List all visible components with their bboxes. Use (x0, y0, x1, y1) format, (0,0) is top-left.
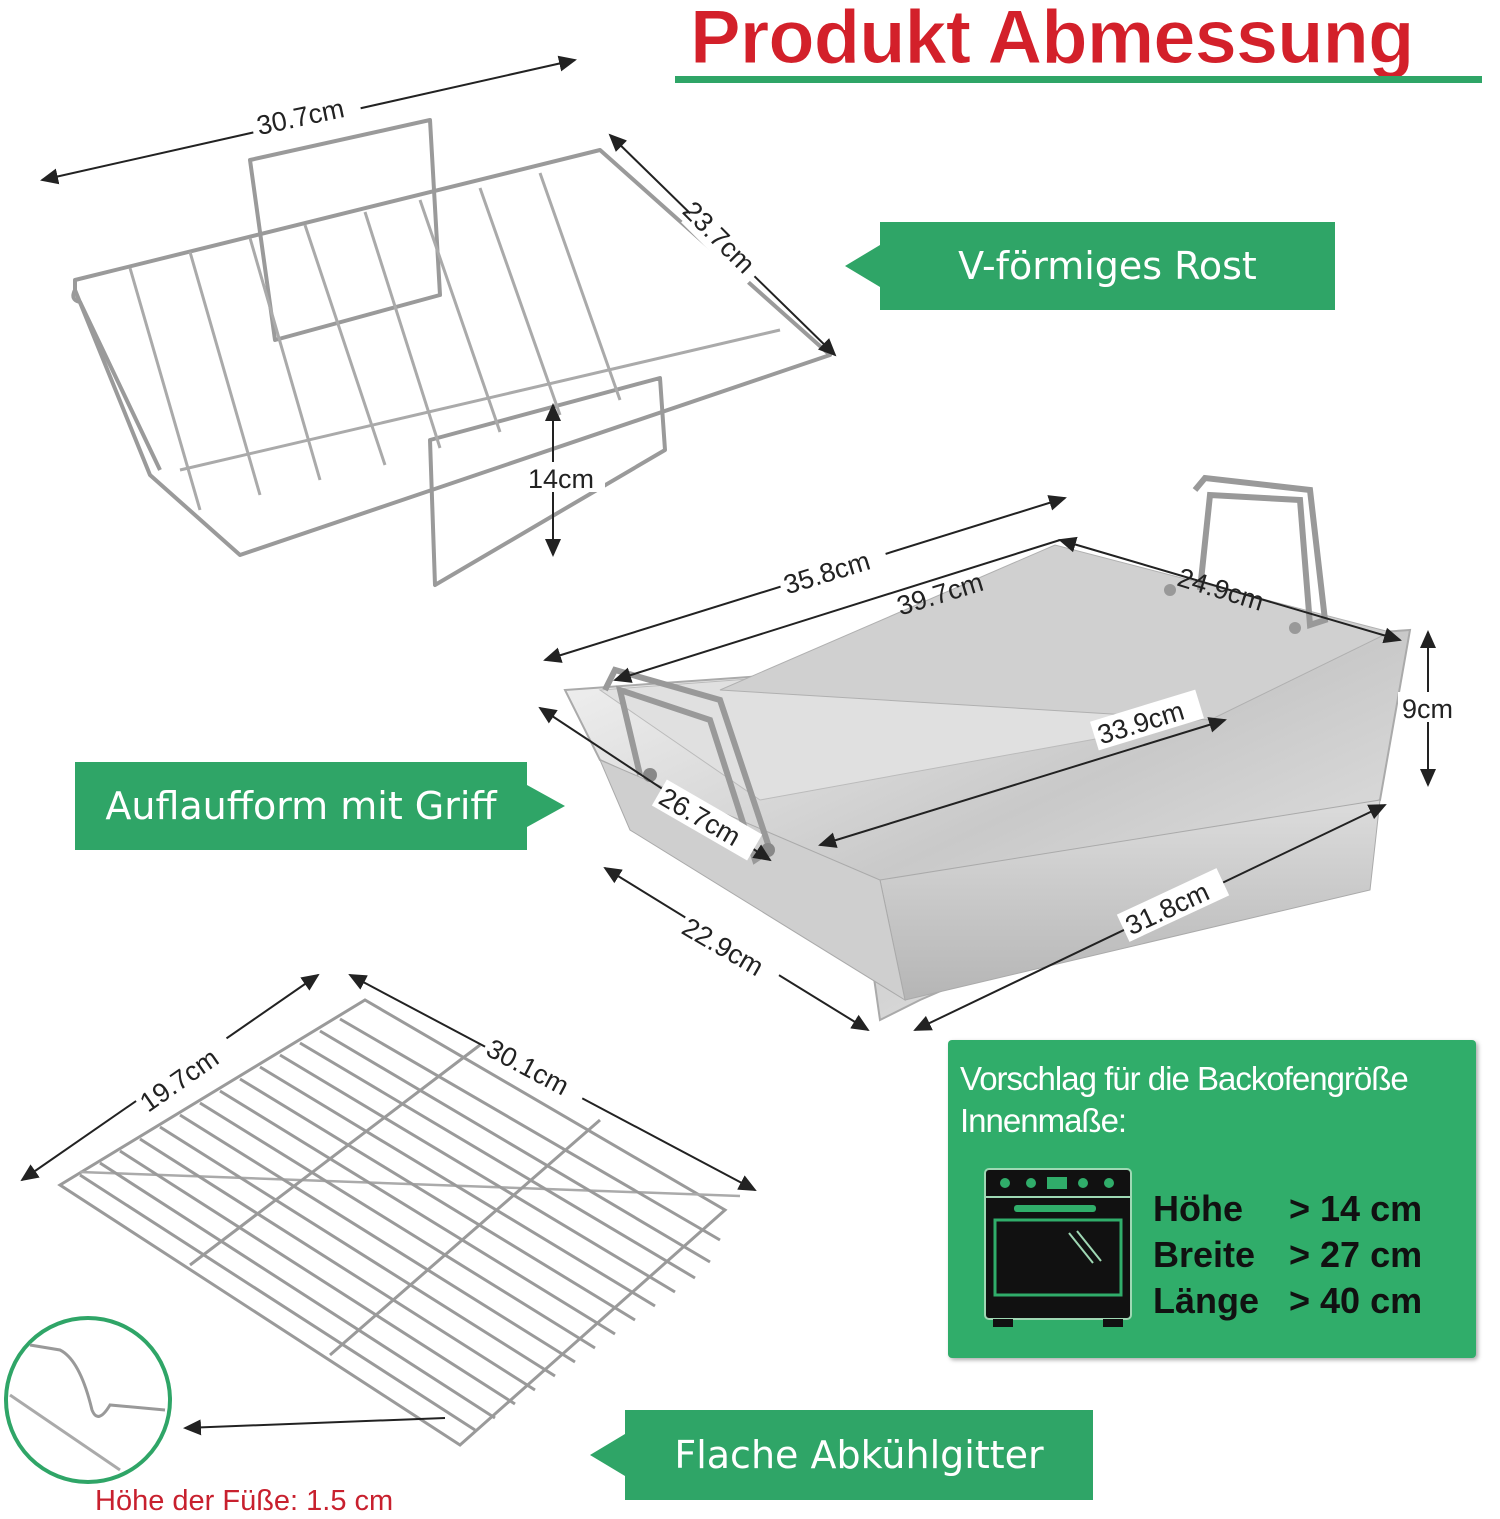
v-rack-illustration (71, 118, 832, 587)
page-title: Produkt Abmessung (689, 0, 1414, 81)
foot-detail-magnifier (4, 1316, 172, 1484)
oven-size-recommendation: Vorschlag für die Backofengröße Innenmaß… (948, 1040, 1476, 1358)
rack-height-label: 14cm (528, 464, 594, 494)
spec-row-length: Länge > 40 cm (1153, 1280, 1422, 1322)
feet-height-note: Höhe der Füße: 1.5 cm (95, 1485, 394, 1517)
oven-icon (984, 1168, 1132, 1327)
cooling-grid-label: Flache Abkühlgitter (625, 1410, 1093, 1500)
foot-detail-arrow (183, 1417, 446, 1436)
spec-name: Höhe (1153, 1188, 1243, 1229)
oven-title-line1: Vorschlag für die Backofengröße (960, 1060, 1409, 1097)
spec-name: Länge (1153, 1280, 1260, 1321)
pan-bottom-length-arrow (818, 717, 1227, 848)
spec-value: > 40 cm (1289, 1280, 1423, 1321)
rack-label: V-förmiges Rost (880, 222, 1335, 310)
spec-name: Breite (1153, 1234, 1256, 1275)
oven-title-line2: Innenmaße: (960, 1102, 1127, 1139)
pan-outer-length-label: 35.8cm (780, 546, 873, 601)
spec-value: > 27 cm (1289, 1234, 1423, 1275)
pan-height-label: 9cm (1402, 694, 1453, 724)
pan-top-length-arrow (613, 539, 1061, 683)
spec-row-height: Höhe > 14 cm (1153, 1188, 1422, 1230)
grid-length-label: 30.1cm (482, 1033, 574, 1101)
rack-width-label: 23.7cm (677, 195, 761, 279)
spec-row-width: Breite > 27 cm (1153, 1234, 1422, 1276)
spec-value: > 14 cm (1289, 1188, 1423, 1229)
grid-width-label: 19.7cm (134, 1043, 224, 1118)
oven-title: Vorschlag für die Backofengröße Innenmaß… (960, 1058, 1409, 1142)
pan-label: Auflaufform mit Griff (75, 762, 527, 850)
pan-top-width-arrow (1058, 536, 1402, 644)
pan-base-width-label: 22.9cm (677, 912, 769, 982)
title-underline (675, 76, 1482, 83)
